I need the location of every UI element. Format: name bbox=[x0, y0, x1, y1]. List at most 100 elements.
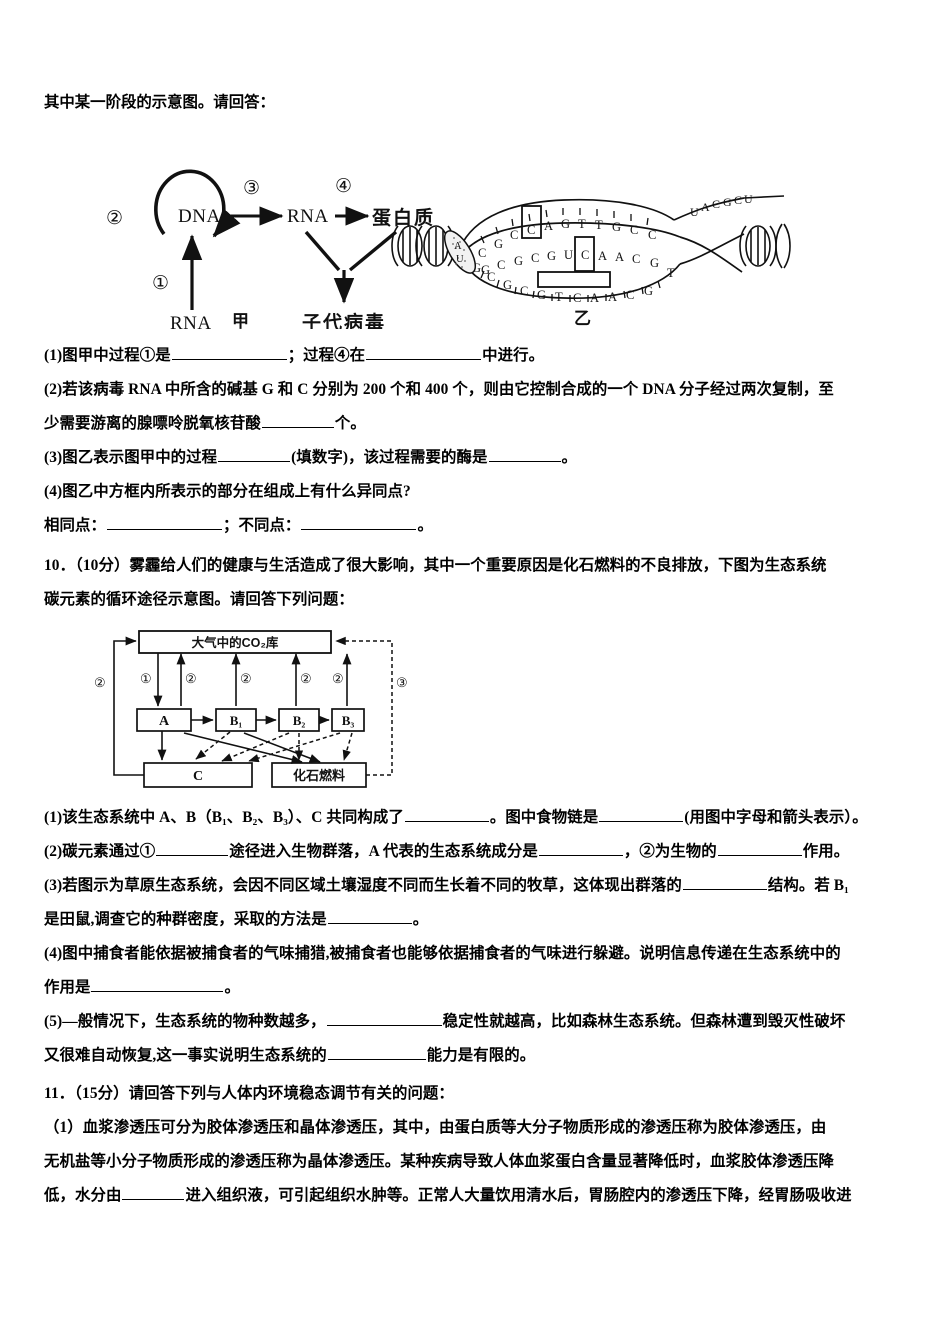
figure-jia-yi: ② DNA ③ RNA ④ 蛋白质 子代病毒 ① RNA 甲 bbox=[44, 124, 916, 329]
carbon-cycle-svg: 大气中的CO₂库 A B₁ B₂ B₃ C 化石燃料 ① ② ② bbox=[94, 630, 408, 788]
svg-text:U: U bbox=[744, 192, 753, 206]
svg-text:G: G bbox=[514, 254, 523, 268]
answer-blank[interactable] bbox=[218, 447, 291, 462]
q9-p1-text-a: (1)图甲中过程①是 bbox=[44, 347, 171, 364]
q9-p3-text-c: 。 bbox=[561, 449, 577, 466]
q9-p3-text-b: (填数字)，该过程需要的酶是 bbox=[291, 449, 488, 466]
svg-text:C: C bbox=[510, 228, 518, 242]
answer-blank[interactable] bbox=[682, 875, 767, 890]
svg-text:C: C bbox=[520, 284, 528, 298]
svg-text:A: A bbox=[701, 200, 710, 214]
q10-stem-2: 碳元素的循环途径示意图。请回答下列问题： bbox=[44, 591, 354, 608]
answer-blank[interactable] bbox=[156, 841, 229, 856]
answer-blank[interactable] bbox=[91, 977, 224, 992]
svg-text:C: C bbox=[712, 197, 720, 211]
answer-blank[interactable] bbox=[717, 841, 802, 856]
carbon-atmosphere-box bbox=[138, 630, 332, 654]
q10-number: 10． bbox=[44, 557, 76, 574]
carbon-label-B1: B₁ bbox=[230, 713, 243, 728]
jia-label-2: ② bbox=[106, 208, 123, 229]
answer-blank[interactable] bbox=[327, 909, 412, 924]
answer-blank[interactable] bbox=[326, 1011, 442, 1026]
q11-p1-text-d: 进入组织液，可引起组织水肿等。正常人大量饮用清水后，胃肠腔内的渗透压下降，经胃肠… bbox=[185, 1187, 852, 1204]
svg-text:C: C bbox=[648, 228, 656, 242]
q9-p4-text-c: ；不同点： bbox=[222, 517, 301, 534]
q9-part1: (1)图甲中过程①是 ；过程④在 中进行。 bbox=[44, 339, 916, 373]
svg-text:A: A bbox=[454, 241, 462, 252]
q9-p3-text-a: (3)图乙表示图甲中的过程 bbox=[44, 449, 218, 466]
q9-part2-cont: 少需要游离的腺嘌呤脱氧核苷酸个。 bbox=[44, 407, 916, 441]
svg-text:C: C bbox=[478, 246, 486, 260]
q11-part1-l3: 低，水分由进入组织液，可引起组织水肿等。正常人大量饮用清水后，胃肠腔内的渗透压下… bbox=[44, 1179, 916, 1213]
q9-p1-text-b: ；过程④在 bbox=[287, 347, 366, 364]
q11-part1-l2: 无机盐等小分子物质形成的渗透压称为晶体渗透压。某种疾病导致人体血浆蛋白含量显著降… bbox=[44, 1145, 916, 1179]
q9-p1-text-c: 中进行。 bbox=[482, 347, 545, 364]
q10-p1-text-b: 。图中食物链是 bbox=[489, 809, 599, 826]
carbon-box-B3 bbox=[331, 708, 365, 732]
q10-p5-text-d: 能力是有限的。 bbox=[426, 1047, 536, 1064]
answer-blank[interactable] bbox=[261, 413, 334, 428]
svg-text:C: C bbox=[573, 291, 581, 305]
svg-text:A: A bbox=[590, 291, 599, 305]
q11-stem-text: 请回答下列与人体内环境稳态调节有关的问题： bbox=[128, 1085, 454, 1102]
svg-text:U: U bbox=[690, 205, 699, 219]
svg-text:A: A bbox=[598, 249, 607, 263]
q10-stem-1: 雾霾给人们的健康与生活造成了很大影响，其中一个重要原因是化石燃料的不良排放，下图… bbox=[129, 557, 827, 574]
svg-text:G: G bbox=[481, 263, 490, 277]
answer-blank[interactable] bbox=[366, 345, 482, 360]
yi-right-flank-t: T bbox=[667, 266, 675, 280]
answer-blank[interactable] bbox=[599, 807, 684, 822]
answer-blank[interactable] bbox=[404, 807, 489, 822]
jia-node-rna-top: RNA bbox=[287, 206, 329, 227]
answer-blank[interactable] bbox=[538, 841, 623, 856]
svg-text:G: G bbox=[561, 217, 570, 231]
carbon-arrow-label-2d: ② bbox=[332, 671, 344, 686]
answer-blank[interactable] bbox=[106, 515, 222, 530]
jia-caption: 甲 bbox=[232, 312, 249, 329]
answer-blank[interactable] bbox=[327, 1045, 426, 1060]
q9-part2: (2)若该病毒 RNA 中所含的碱基 G 和 C 分别为 200 个和 400 … bbox=[44, 373, 916, 407]
jia-node-protein: 蛋白质 bbox=[372, 206, 435, 229]
q10-p3-text-a: (3)若图示为草原生态系统，会因不同区域土壤湿度不同而生长着不同的牧草，这体现出… bbox=[44, 877, 682, 894]
yi-rna-tail: U A C G C U bbox=[690, 192, 753, 219]
q10-p4-text-c: 。 bbox=[224, 979, 240, 996]
carbon-arrow-label-1: ① bbox=[140, 671, 152, 686]
q11-p1-text-b: 无机盐等小分子物质形成的渗透压称为晶体渗透压。某种疾病导致人体血浆蛋白含量显著降… bbox=[44, 1153, 835, 1170]
q9-part4-cont: 相同点：；不同点：。 bbox=[44, 509, 916, 543]
jia-node-progeny: 子代病毒 bbox=[302, 311, 386, 329]
carbon-arrow-label-2b: ② bbox=[240, 671, 252, 686]
q10-stem-line2: 碳元素的循环途径示意图。请回答下列问题： bbox=[44, 583, 916, 617]
yi-empty-label-box bbox=[537, 271, 611, 288]
svg-text:C: C bbox=[734, 193, 742, 207]
q10-part1: (1)该生态系统中 A、B（B₁、B₂、B₃）、C 共同构成了。图中食物链是(用… bbox=[44, 801, 916, 835]
q10-part5: (5)—般情况下，生态系统的物种数越多，稳定性就越高，比如森林生态系统。但森林遭… bbox=[44, 1005, 916, 1039]
answer-blank[interactable] bbox=[301, 515, 417, 530]
q9-p2-text-a: (2)若该病毒 RNA 中所含的碱基 G 和 C 分别为 200 个和 400 … bbox=[44, 381, 834, 398]
answer-blank[interactable] bbox=[122, 1185, 185, 1200]
q10-p4-text-a: (4)图中捕食者能依据被捕食者的气味捕猎,被捕食者也能够依据捕食者的气味进行躲避… bbox=[44, 945, 841, 962]
q10-part4-cont: 作用是。 bbox=[44, 971, 916, 1005]
svg-text:G: G bbox=[723, 195, 732, 209]
figure-jia-yi-svg: ② DNA ③ RNA ④ 蛋白质 子代病毒 ① RNA 甲 bbox=[106, 169, 791, 329]
answer-blank[interactable] bbox=[488, 447, 561, 462]
svg-text:C: C bbox=[527, 223, 535, 237]
yi-boxed-base-2 bbox=[574, 236, 595, 272]
svg-text:G: G bbox=[472, 261, 481, 275]
q10-stem-line1: 10．（10分）雾霾给人们的健康与生活造成了很大影响，其中一个重要原因是化石燃料… bbox=[44, 549, 916, 583]
yi-caption: 乙 bbox=[574, 309, 591, 328]
yi-mid-strand: G C G C G U C A A C G bbox=[481, 248, 659, 277]
svg-text:G: G bbox=[547, 249, 556, 263]
svg-text:T: T bbox=[595, 218, 603, 232]
carbon-label-C: C bbox=[193, 769, 203, 784]
svg-text:G: G bbox=[537, 288, 546, 302]
svg-text:A: A bbox=[544, 219, 553, 233]
q10-p2-text-d: 作用。 bbox=[802, 843, 850, 860]
svg-text:T: T bbox=[578, 217, 586, 231]
q10-p5-text-b: 稳定性就越高，比如森林生态系统。但森林遭到毁灭性破坏 bbox=[442, 1013, 846, 1030]
svg-text:U: U bbox=[564, 248, 573, 262]
svg-text:C: C bbox=[626, 288, 634, 302]
svg-text:C: C bbox=[487, 270, 495, 284]
answer-blank[interactable] bbox=[171, 345, 287, 360]
